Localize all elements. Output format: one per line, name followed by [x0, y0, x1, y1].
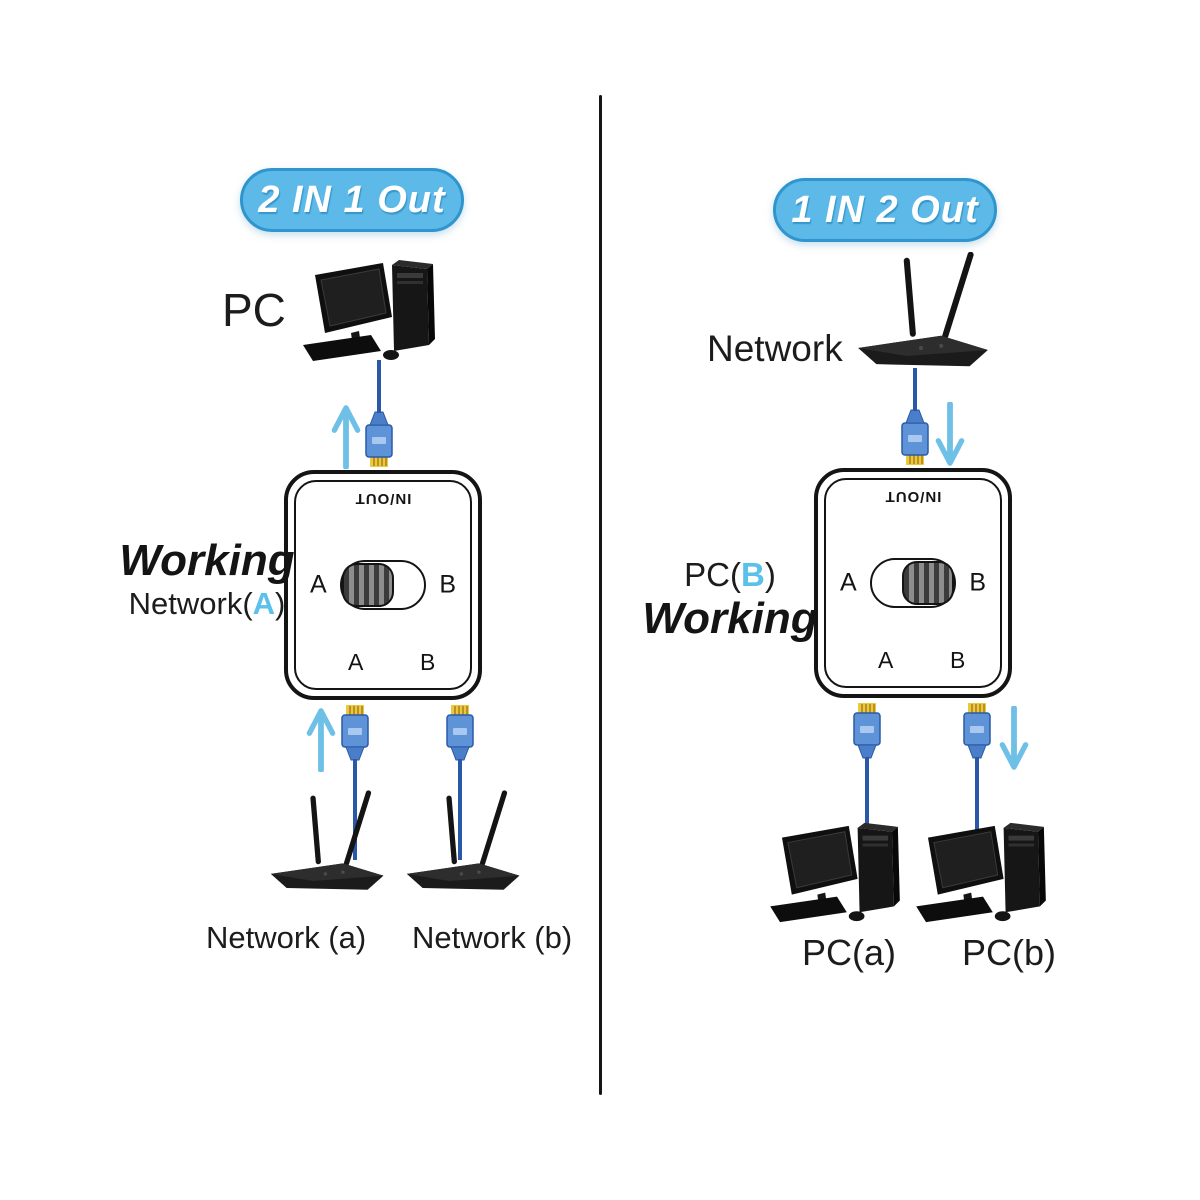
switch-side-b-label: B: [439, 570, 456, 599]
selector-knob: [902, 561, 954, 605]
cable-switch-to-pc-a: [865, 766, 869, 856]
left-pc-label: PC: [222, 284, 286, 336]
switch-port-b-label: B: [420, 649, 436, 675]
working-text: Working: [119, 536, 295, 585]
pc-b-label: PC(b): [962, 932, 1057, 973]
switch-side-a-label: A: [310, 570, 327, 599]
arrow-up-icon: [305, 708, 337, 772]
arrow-down-icon: [934, 402, 966, 466]
selector-knob: [342, 563, 394, 607]
cable-pc-to-switch: [377, 360, 381, 408]
working-pc-prefix: PC(: [684, 556, 741, 593]
network-a-label: Network (a): [206, 920, 367, 955]
pc-a-label: PC(a): [802, 932, 897, 973]
working-network-prefix: Network(: [128, 586, 253, 621]
rj45-connector-icon: [960, 702, 994, 768]
pc-b-icon: [908, 818, 1056, 928]
switch-port-a-label: A: [348, 649, 364, 675]
pc-desktop-icon: [295, 255, 445, 367]
switch-side-a-label: A: [840, 568, 857, 597]
right-network-label: Network: [707, 328, 843, 369]
working-pc-suffix: ): [764, 556, 776, 593]
cable-switch-to-network-a: [353, 768, 357, 860]
pc-a-icon: [762, 818, 910, 928]
rj45-connector-icon: [362, 402, 396, 468]
network-b-label: Network (b): [412, 920, 573, 955]
switch-faceplate: IN/OUT A B A B: [294, 480, 472, 690]
selector-slider-track: [340, 560, 426, 610]
cable-switch-to-network-b: [458, 768, 462, 860]
rj45-connector-icon: [443, 704, 477, 770]
router-b-icon: [398, 788, 530, 900]
selector-slider-track: [870, 558, 956, 608]
router-icon: [848, 252, 1000, 375]
switch-inout-label: IN/OUT: [354, 490, 412, 507]
right-working-caption: PC(B) Working: [640, 556, 820, 644]
working-text: Working: [642, 594, 818, 643]
switch-box-left: IN/OUT A B A B: [284, 470, 482, 700]
right-mode-badge: 1 IN 2 Out: [773, 178, 997, 242]
switch-side-b-label: B: [969, 568, 986, 597]
working-pc-highlight: B: [741, 556, 765, 593]
arrow-up-icon: [330, 405, 362, 469]
cable-switch-to-pc-b: [975, 766, 979, 856]
working-network-suffix: ): [275, 586, 286, 621]
rj45-connector-icon: [898, 400, 932, 466]
left-mode-badge-label: 2 IN 1 Out: [258, 178, 446, 221]
router-a-icon: [262, 788, 394, 900]
switch-box-right: IN/OUT A B A B: [814, 468, 1012, 698]
arrow-down-icon: [998, 706, 1030, 770]
working-network-highlight: A: [252, 586, 276, 621]
left-working-caption: Working Network(A): [112, 536, 302, 622]
switch-port-b-label: B: [950, 647, 966, 673]
center-divider: [599, 95, 602, 1095]
cable-network-to-switch: [913, 368, 917, 408]
left-mode-badge: 2 IN 1 Out: [240, 168, 464, 232]
switch-port-a-label: A: [878, 647, 894, 673]
switch-faceplate: IN/OUT A B A B: [824, 478, 1002, 688]
rj45-connector-icon: [850, 702, 884, 768]
switch-inout-label: IN/OUT: [884, 488, 942, 505]
rj45-connector-icon: [338, 704, 372, 770]
working-network-text: Network(A): [112, 586, 302, 622]
working-pc-text: PC(B): [640, 556, 820, 594]
right-mode-badge-label: 1 IN 2 Out: [791, 188, 979, 231]
